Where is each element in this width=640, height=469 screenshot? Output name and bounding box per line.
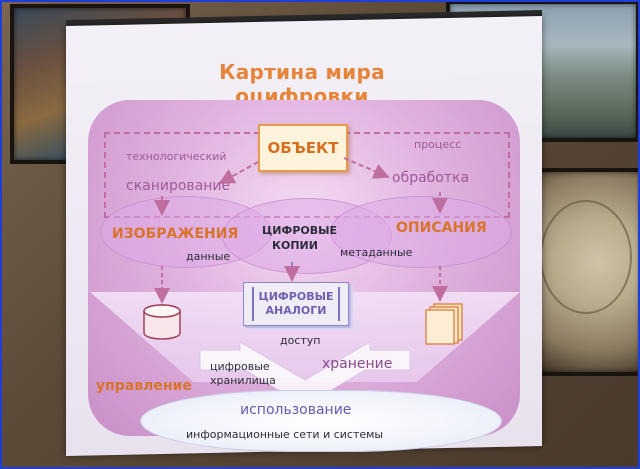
label-metadata: метаданные bbox=[340, 246, 413, 259]
label-digital-repos-2: хранилища bbox=[210, 374, 276, 387]
descriptions-ellipse bbox=[330, 196, 512, 268]
object-box: ОБЪЕКТ bbox=[258, 124, 348, 172]
label-digital-analogs-1: ЦИФРОВЫЕ bbox=[258, 290, 334, 303]
label-usage: использование bbox=[240, 402, 352, 418]
document-stack-icon bbox=[425, 303, 463, 345]
label-scanning: сканирование bbox=[126, 178, 231, 194]
label-technological: технологический bbox=[126, 150, 227, 163]
label-data: данные bbox=[186, 250, 231, 263]
label-digital-copies-1: ЦИФРОВЫЕ bbox=[262, 224, 338, 237]
label-process: процесс bbox=[414, 138, 462, 151]
down-arrow-shape bbox=[199, 341, 411, 407]
label-digital-repos-1: цифровые bbox=[210, 360, 270, 373]
label-digital-copies-2: КОПИИ bbox=[272, 239, 318, 252]
label-digital-analogs-2: АНАЛОГИ bbox=[265, 304, 327, 317]
digital-analogs-box: ЦИФРОВЫЕ АНАЛОГИ bbox=[243, 282, 349, 326]
label-storage: хранение bbox=[322, 356, 393, 372]
label-processing: обработка bbox=[392, 170, 470, 186]
label-images: ИЗОБРАЖЕНИЯ bbox=[112, 226, 239, 242]
label-networks: информационные сети и системы bbox=[186, 428, 384, 441]
label-management: управление bbox=[96, 378, 192, 394]
label-access: доступ bbox=[280, 334, 321, 347]
usage-cloud bbox=[140, 390, 502, 452]
database-cylinder-icon bbox=[143, 304, 181, 340]
label-descriptions: ОПИСАНИЯ bbox=[396, 220, 487, 236]
